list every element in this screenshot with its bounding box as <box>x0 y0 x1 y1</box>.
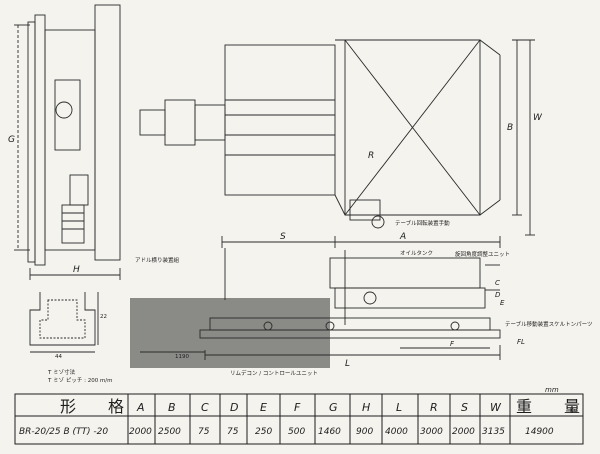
front-view-table-top <box>329 257 481 289</box>
col-header-H: H <box>362 401 370 414</box>
front-view-base <box>199 329 501 339</box>
tslot-profile <box>29 292 96 346</box>
col-header-S: S <box>461 401 468 414</box>
top-view-motor-end <box>139 109 166 136</box>
dim-label-R: R <box>368 151 374 161</box>
side-view-motor <box>61 204 85 244</box>
weight-unit: Kg <box>570 408 577 414</box>
side-view-slide <box>69 174 89 206</box>
side-view-baseplate <box>27 21 36 263</box>
cell-R: 3000 <box>420 427 443 437</box>
cell-L: 4000 <box>385 427 408 437</box>
cell-A: 2000 <box>129 427 152 437</box>
col-header-model: 形 格 <box>60 397 132 416</box>
dim-label-S: S <box>280 232 286 242</box>
col-header-G: G <box>329 401 338 414</box>
top-view-motor <box>164 99 196 146</box>
side-view-body <box>44 29 96 251</box>
side-view <box>14 4 121 280</box>
spec-table <box>14 393 584 445</box>
dim-label-E: E <box>500 299 505 307</box>
dim-label-A: A <box>399 232 406 242</box>
cell-W: 3135 <box>482 427 505 437</box>
cell-B: 2500 <box>158 427 181 437</box>
side-view-table <box>94 4 121 261</box>
col-header-B: B <box>168 401 176 414</box>
callout-unit-name: リムデコン / コントロールユニット <box>230 369 318 377</box>
side-view-gearbox <box>54 79 81 151</box>
dim-label-H: H <box>73 265 80 275</box>
cell-C: 75 <box>198 427 210 437</box>
dim-label-F: F <box>450 340 455 348</box>
cell-G: 1460 <box>318 427 341 437</box>
col-header-L: L <box>396 401 402 414</box>
dim-label-FL: FL <box>517 338 525 346</box>
table-unit-label: mm <box>545 386 559 394</box>
dim-label-G: G <box>8 135 15 145</box>
top-view-head-block <box>224 44 336 196</box>
tslot-dim-top: 22 <box>100 314 107 320</box>
dim-label-D: D <box>495 291 501 299</box>
front-view-table-body <box>334 287 486 309</box>
col-header-W: W <box>490 401 502 414</box>
spec-table-header: 形 格 A B C D E F G H L R S W 重 量 Kg <box>60 397 588 416</box>
dim-label-C: C <box>495 279 500 287</box>
tslot-note-size: T ミゾ寸法 <box>47 368 76 376</box>
tslot-note-pitch: T ミゾ ピッチ : 200 m/m <box>47 377 113 384</box>
callout-distance: 1190 <box>175 354 189 360</box>
cell-E: 250 <box>255 427 272 437</box>
callout-center-mount: テーブル移動装置スケルトンパーツ <box>505 320 593 328</box>
front-view <box>130 248 501 368</box>
dim-label-B: B <box>507 123 513 133</box>
col-header-F: F <box>294 401 301 414</box>
cell-S: 2000 <box>452 427 475 437</box>
tslot-dim-width: 44 <box>55 354 62 360</box>
top-view-rotary-table <box>334 39 481 216</box>
front-view-photo-area <box>130 298 330 368</box>
col-header-A: A <box>136 401 145 414</box>
tslot-section <box>29 292 99 353</box>
col-header-R: R <box>430 401 438 414</box>
cell-model: BR-20/25 B (TT) -20 <box>19 427 108 437</box>
side-view-hole <box>55 101 73 119</box>
callout-oil: オイルタンク <box>400 249 433 257</box>
dim-label-L: L <box>345 359 350 369</box>
top-view <box>139 39 535 248</box>
callout-gear: 旋回角度調整ユニット <box>455 250 510 258</box>
cell-weight: 14900 <box>525 427 554 437</box>
side-view-column <box>34 14 46 266</box>
col-header-E: E <box>260 401 267 414</box>
spec-table-frame <box>14 393 584 445</box>
col-header-D: D <box>230 401 238 414</box>
top-view-handwheel <box>349 199 381 221</box>
col-header-C: C <box>201 401 209 414</box>
col-header-weight: 重 量 <box>516 397 588 416</box>
cell-F: 500 <box>288 427 305 437</box>
callout-table-rotation: テーブル回転装置手動 <box>395 219 450 227</box>
callout-spindle: アドル横り装置組 <box>135 256 180 264</box>
cell-H: 900 <box>356 427 373 437</box>
spec-table-row: BR-20/25 B (TT) -20 2000 2500 75 75 250 … <box>19 427 554 437</box>
cell-D: 75 <box>227 427 239 437</box>
dim-label-W: W <box>533 113 543 123</box>
